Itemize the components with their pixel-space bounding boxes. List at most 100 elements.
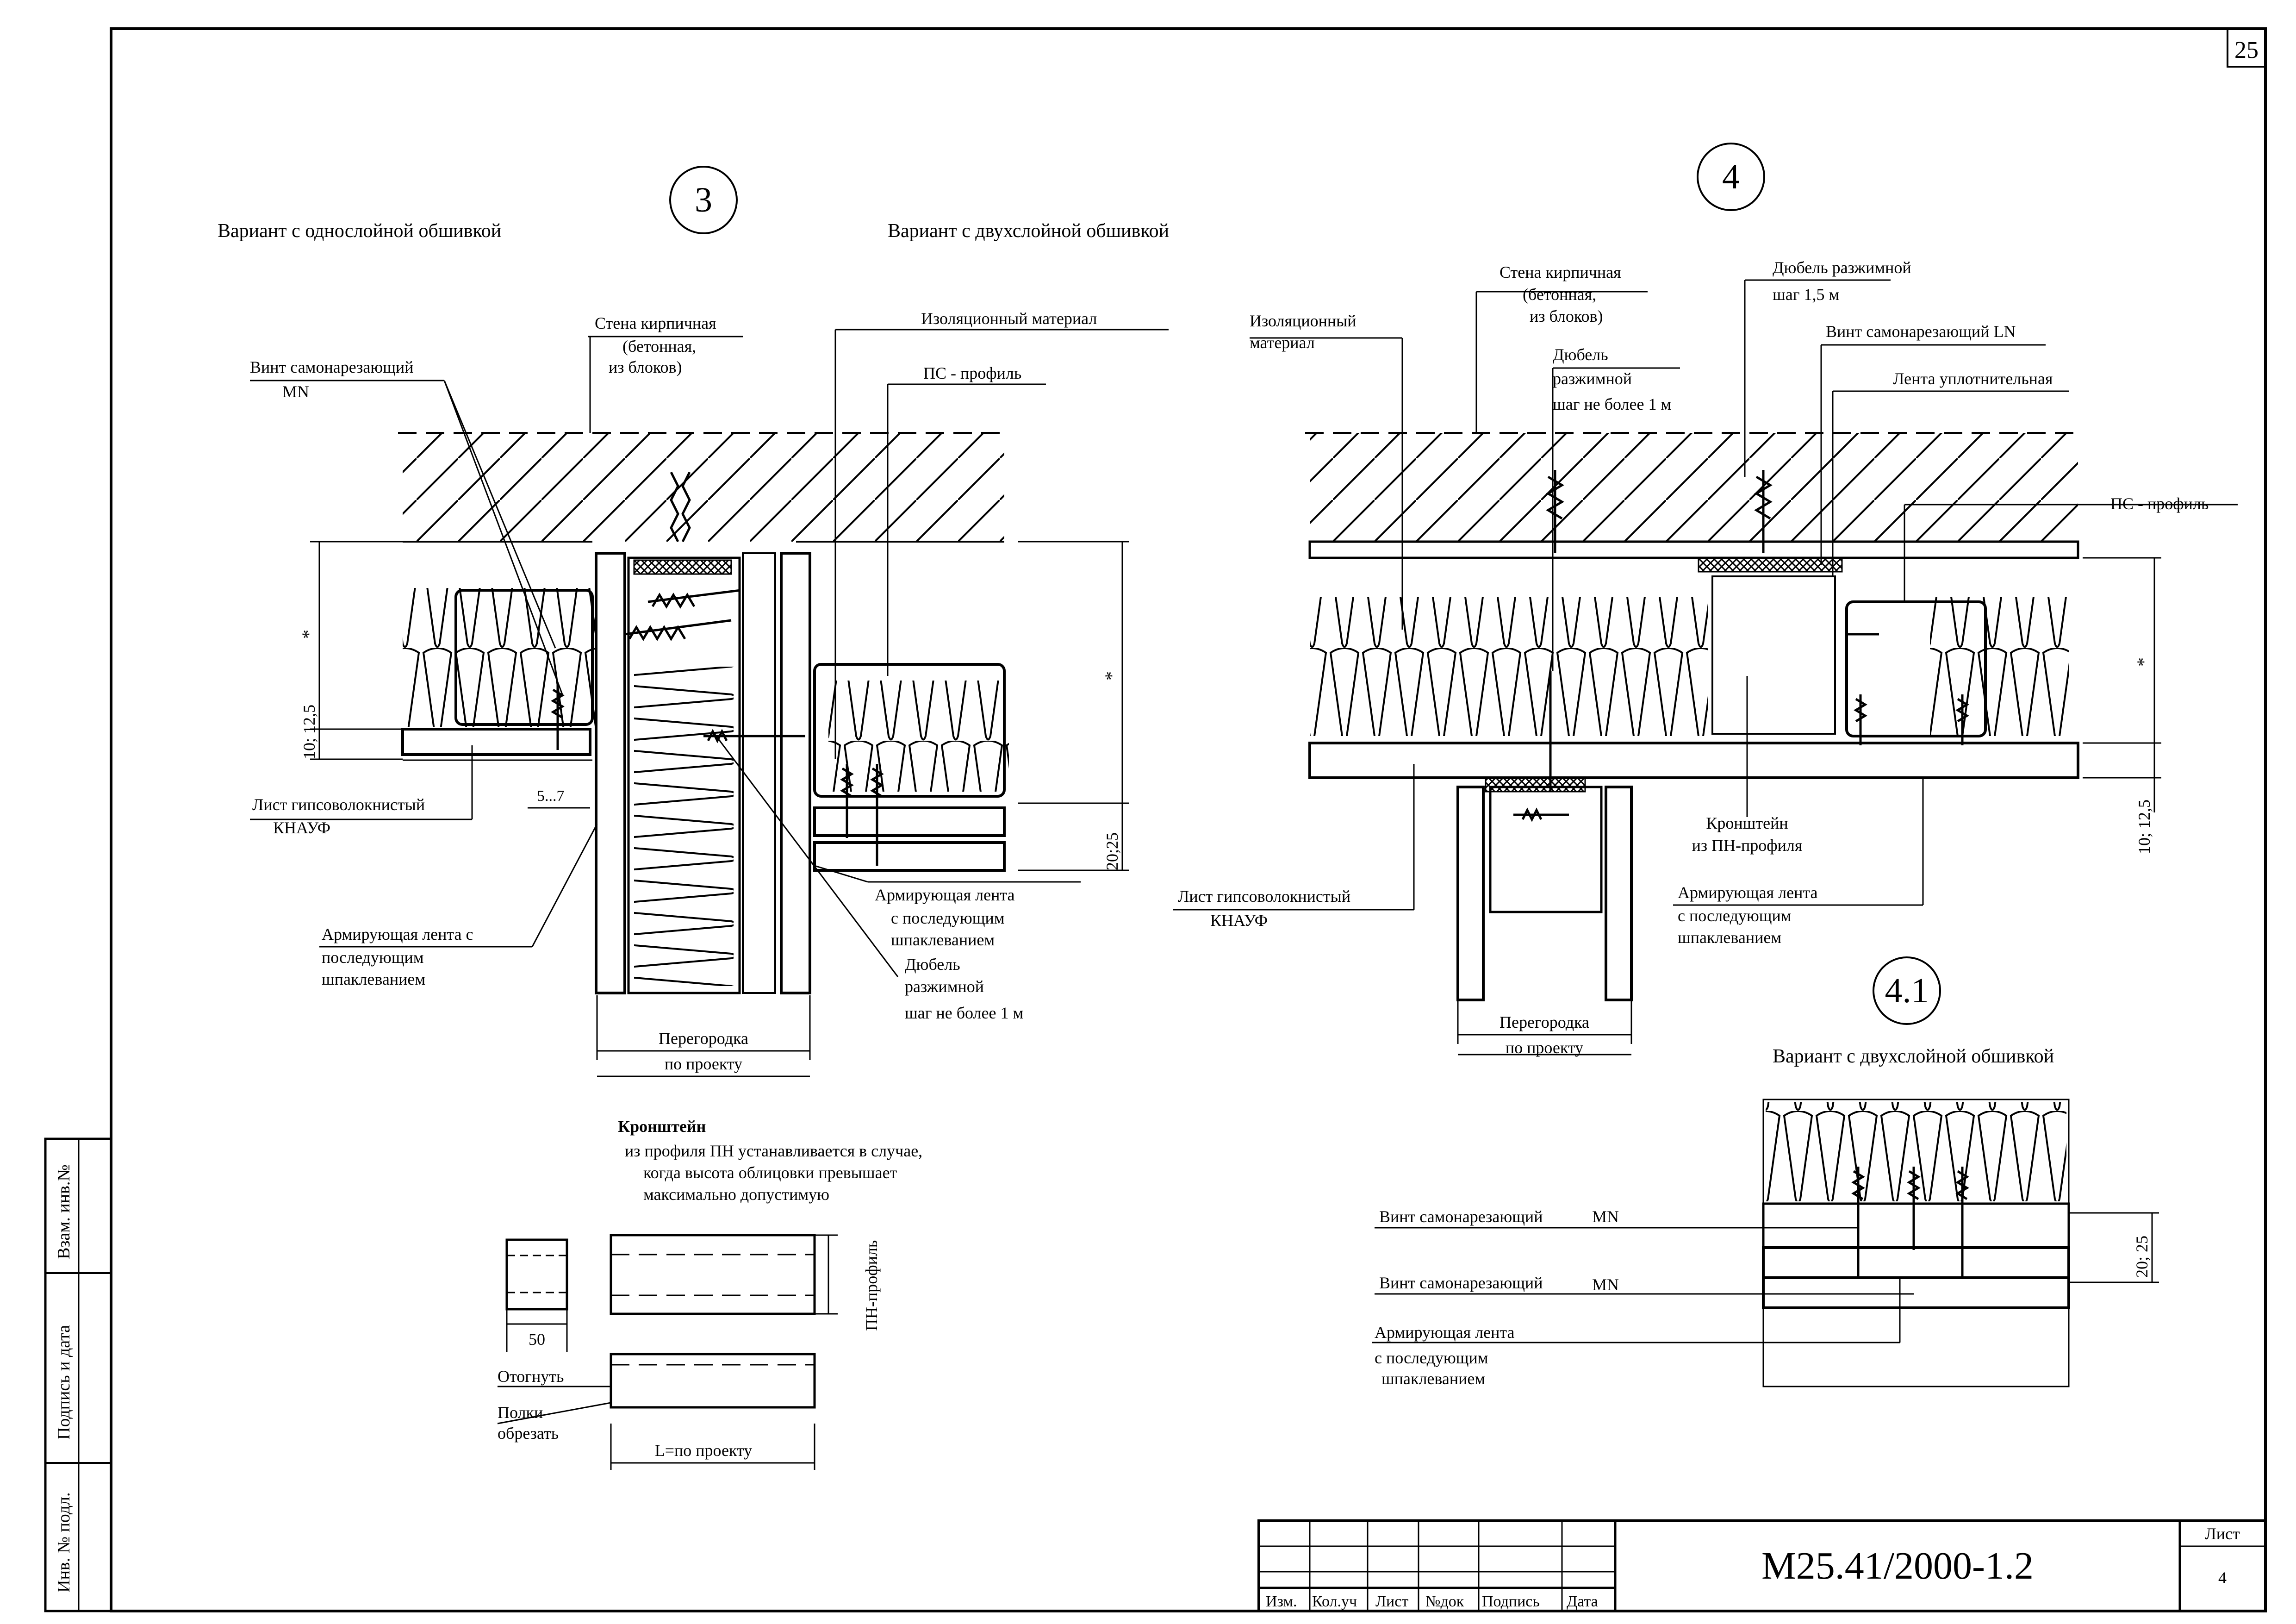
- label-tape-3-right-b: с последующим: [891, 909, 1005, 927]
- dim-star-right: *: [1101, 671, 1122, 681]
- label-wall-3c: из блоков): [609, 358, 682, 376]
- label-dowel-4-top: Дюбель разжимной: [1773, 258, 1911, 277]
- dimensions-4: [1457, 557, 2161, 1056]
- label-ps-profile-4: ПС - профиль: [2110, 494, 2209, 513]
- label-bracket-4b: из ПН-профиля: [1692, 836, 1803, 855]
- leaders-4: [1173, 279, 2238, 911]
- tb-col-kolvo: Кол.уч: [1312, 1593, 1357, 1610]
- label-tape-3-right: Армирующая лента: [875, 886, 1015, 904]
- label-dowel-4-mid-b: разжимной: [1553, 369, 1632, 388]
- tb-col-date: Дата: [1567, 1593, 1598, 1610]
- pn-profile-section: [505, 1238, 568, 1311]
- label-board-3b: КНАУФ: [273, 818, 330, 837]
- stamp-replace-inv: Взам. инв.№: [54, 1164, 74, 1259]
- label-screw-4-1b: Винт самонарезающий: [1379, 1274, 1543, 1292]
- board-seam-tape-4: [1485, 777, 1586, 793]
- label-tape-4-1: Армирующая лента: [1375, 1323, 1515, 1342]
- detail-3-marker: 3: [695, 181, 712, 219]
- label-screw-mn-3b: MN: [282, 382, 309, 401]
- label-tape-3-left-b: последующим: [322, 948, 424, 967]
- label-partition-4b: по проекту: [1506, 1038, 1583, 1057]
- sheet-frame: 25: [110, 27, 2267, 1612]
- label-pn-profile: ПН-профиль: [862, 1240, 881, 1331]
- label-ps-profile-3: ПС - профиль: [923, 364, 1021, 382]
- label-wall-4c: из блоков): [1530, 307, 1603, 325]
- detail-3-marker-circle: [669, 166, 738, 234]
- label-tape-4-1c: шпаклеванием: [1381, 1369, 1485, 1388]
- label-dowel-3b: разжимной: [905, 977, 984, 996]
- pn-profile-side: [610, 1234, 816, 1315]
- detail-4-marker: 4: [1722, 157, 1740, 196]
- label-cut: Полки: [498, 1403, 543, 1422]
- tb-col-sign: Подпись: [1482, 1593, 1540, 1610]
- dim-width-50: 50: [529, 1330, 545, 1349]
- label-wall-3: Стена кирпичная: [595, 314, 716, 332]
- label-screw-4-1a-b: MN: [1592, 1207, 1619, 1226]
- label-wall-3b: (бетонная,: [622, 337, 696, 356]
- dim-thk-left: 10; 12,5: [300, 705, 318, 759]
- tb-col-list: Лист: [1375, 1593, 1408, 1610]
- detail-4-1-marker: 4.1: [1885, 971, 1929, 1010]
- label-dowel-4-mid: Дюбель: [1553, 345, 1608, 364]
- label-bend: Отогнуть: [498, 1367, 564, 1386]
- stamp-inv-original: Инв. № подл.: [54, 1492, 74, 1593]
- brick-wall-4: [1305, 432, 2083, 559]
- bracket-note-title: Кронштейн: [618, 1117, 706, 1136]
- screws-4: [1513, 470, 1969, 822]
- dim-double: 20;25: [1103, 832, 1121, 870]
- bracket-note-line2: когда высота облицовки превышает: [643, 1163, 897, 1182]
- bracket-block-4: [1711, 575, 1836, 735]
- insulation-4: [1310, 597, 2069, 736]
- label-partition-4: Перегородка: [1500, 1013, 1589, 1031]
- brick-wall-3: [398, 432, 1009, 543]
- partition-3: [595, 471, 811, 994]
- leaders-3: [250, 329, 1169, 977]
- tb-col-doc: №док: [1425, 1593, 1464, 1610]
- doc-code: М25.41/2000-1.2: [1761, 1544, 2034, 1587]
- label-dowel-3: Дюбель: [905, 955, 960, 974]
- label-dowel-4-top-b: шаг 1,5 м: [1773, 285, 1839, 304]
- detail-4-marker-circle: [1697, 143, 1765, 211]
- sheet-label: Лист: [2205, 1524, 2240, 1543]
- label-length: L=по проекту: [655, 1441, 753, 1460]
- dimensions-3: * 10; 12,5 5...7 * 20;25: [298, 541, 1129, 1077]
- label-board-4: Лист гипсоволокнистый: [1178, 887, 1350, 906]
- detail-3: 3 Вариант с однослойной обшивкой Вариант…: [218, 166, 1169, 1077]
- label-tape-3-left: Армирующая лента с: [322, 925, 473, 943]
- sheet-no: 4: [2218, 1568, 2227, 1587]
- bracket-blank: [610, 1353, 816, 1409]
- label-tape-3-right-c: шпаклеванием: [891, 931, 995, 949]
- label-tape-4b: с последующим: [1678, 906, 1792, 925]
- right-lining: [813, 663, 1009, 872]
- label-screw-4-1b-b: MN: [1592, 1275, 1619, 1294]
- label-tape-4-1b: с последующим: [1375, 1349, 1488, 1367]
- left-lining: [401, 588, 597, 761]
- screws-3: [551, 589, 805, 750]
- label-insulation-4b: материал: [1250, 333, 1315, 352]
- dim-thk-4: 10; 12,5: [2135, 800, 2153, 854]
- label-bracket-4: Кронштейн: [1706, 814, 1788, 832]
- label-partition-3b: по проекту: [665, 1055, 742, 1073]
- label-screw-4-1a: Винт самонарезающий: [1379, 1207, 1543, 1226]
- title-block: Изм. Кол.уч Лист №док Подпись Дата М25.4…: [1257, 1519, 2267, 1612]
- dimensions-4-1: [2069, 1212, 2159, 1283]
- label-dowel-4-mid-c: шаг не более 1 м: [1553, 395, 1671, 413]
- seal-tape-4: [1698, 557, 1843, 573]
- label-seal-tape: Лента уплотнительная: [1893, 369, 2053, 388]
- label-partition-3: Перегородка: [659, 1029, 748, 1048]
- caption-double-layer: Вариант с двухслойной обшивкой: [888, 220, 1169, 242]
- partition-4: [1456, 786, 1633, 1001]
- label-wall-4b: (бетонная,: [1523, 285, 1596, 304]
- label-tape-4: Армирующая лента: [1678, 883, 1818, 902]
- dim-star-4: *: [2133, 657, 2154, 667]
- label-wall-4: Стена кирпичная: [1500, 263, 1621, 281]
- label-screw-ln: Винт самонарезающий LN: [1826, 322, 2016, 341]
- bracket-note-line1: из профиля ПН устанавливается в случае,: [625, 1142, 922, 1160]
- caption-detail-4-1: Вариант с двухслойной обшивкой: [1773, 1046, 2054, 1067]
- leaders-4-1: [1372, 1227, 1914, 1343]
- bracket-note: Кронштейн из профиля ПН устанавливается …: [497, 1117, 922, 1470]
- label-board-3: Лист гипсоволокнистый: [252, 795, 425, 814]
- label-dowel-3c: шаг не более 1 м: [905, 1004, 1023, 1022]
- label-cut-b: обрезать: [498, 1424, 559, 1443]
- label-screw-mn-3: Винт самонарезающий: [250, 358, 413, 376]
